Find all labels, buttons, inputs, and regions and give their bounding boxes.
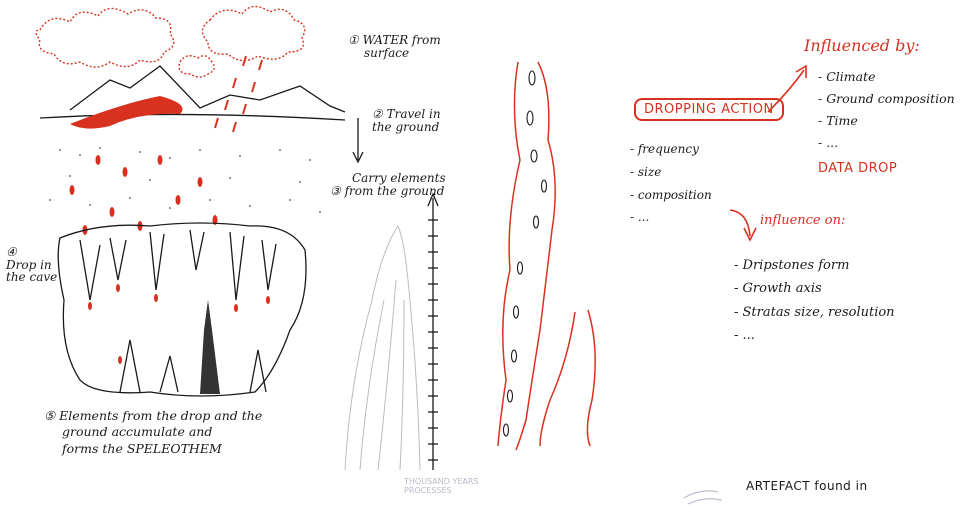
artefact-sketch <box>684 491 722 504</box>
property-item: - frequency <box>630 138 712 161</box>
factor-item: - Climate <box>818 66 955 88</box>
narrow-cave <box>498 62 595 450</box>
factor-item: - ... <box>818 132 955 154</box>
influence-effects: - Dripstones form - Growth axis - Strata… <box>734 254 895 348</box>
timeline-ruler <box>428 194 438 470</box>
influence-on-heading: influence on: <box>760 214 845 228</box>
property-item: - size <box>630 161 712 184</box>
speleothem <box>200 300 220 394</box>
property-item: - ... <box>630 206 712 229</box>
mountains <box>40 66 345 120</box>
property-item: - composition <box>630 184 712 207</box>
lava-flow <box>70 96 183 129</box>
cave <box>58 223 306 396</box>
influenced-by-heading: Influenced by: <box>804 38 920 55</box>
dropping-action-box: DROPPING ACTION <box>634 98 784 121</box>
influence-factors: - Climate - Ground composition - Time - … <box>818 66 955 154</box>
cave-drip-drops <box>504 71 547 436</box>
red-clouds <box>36 6 305 77</box>
effect-item: - Dripstones form <box>734 254 895 277</box>
cave-drops <box>88 284 270 364</box>
stalagmite-sketch <box>345 226 420 470</box>
down-arrow <box>353 118 363 162</box>
effect-item: - Stratas size, resolution <box>734 301 895 324</box>
factor-item: - Time <box>818 110 955 132</box>
effect-item: - ... <box>734 324 895 347</box>
factor-item: - Ground composition <box>818 88 955 110</box>
rain-drops <box>215 56 262 132</box>
dropping-action-properties: - frequency - size - composition - ... <box>630 138 712 229</box>
artefact-label: ARTEFACT found in <box>746 480 868 493</box>
effect-item: - Growth axis <box>734 277 895 300</box>
ground-layers <box>49 147 321 213</box>
data-drop-label: DATA DROP <box>818 162 897 176</box>
